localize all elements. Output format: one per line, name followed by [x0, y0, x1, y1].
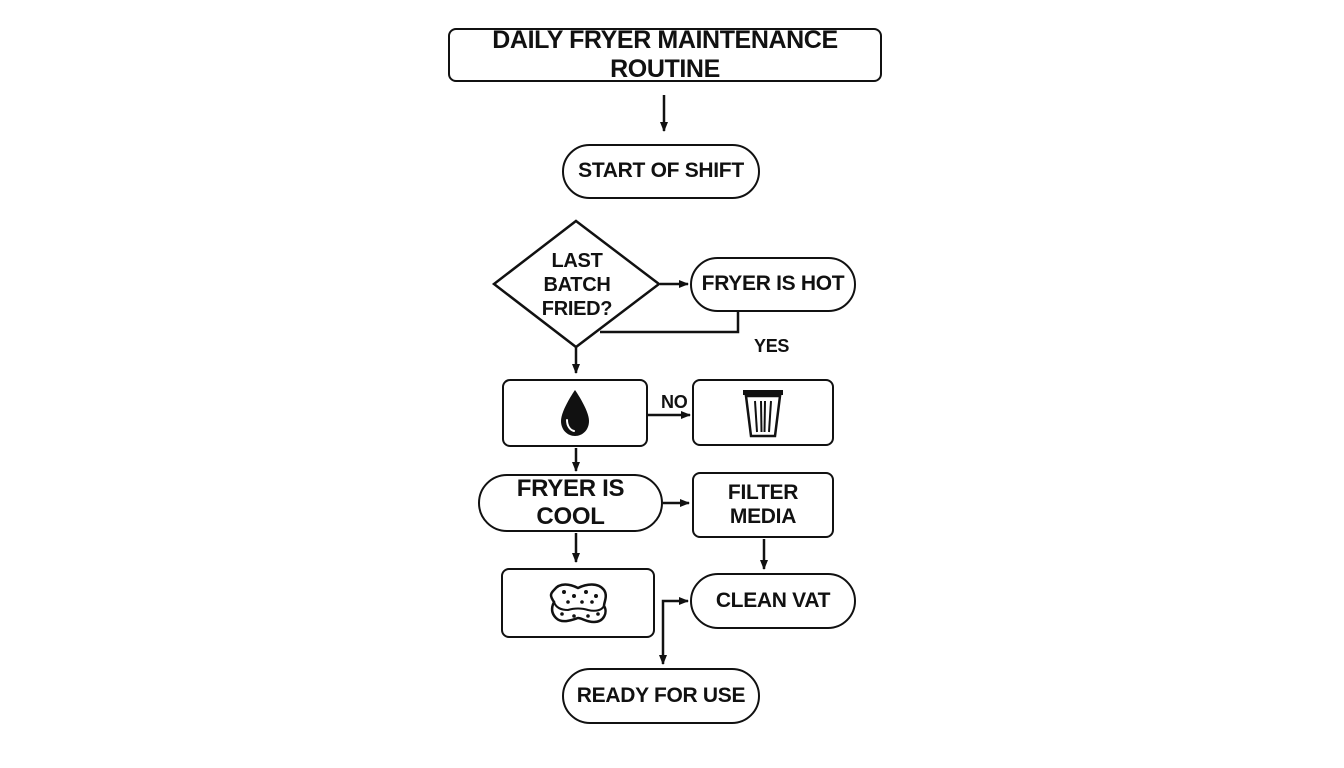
- diagram-title: DAILY FRYER MAINTENANCE ROUTINE: [448, 26, 882, 83]
- node-fryer-is-cool: FRYER IS COOL: [478, 474, 663, 532]
- node-ready-for-use: READY FOR USE: [562, 668, 760, 724]
- decision-diamond: [491, 219, 662, 349]
- node-fryer-is-hot: FRYER IS HOT: [690, 257, 856, 312]
- arrow-loop-to-clean-vat: [661, 597, 689, 640]
- node-filter-media: FILTER MEDIA: [692, 472, 834, 538]
- node-discard-oil: [692, 379, 834, 446]
- node-scrub: [501, 568, 655, 638]
- edge-label-yes: YES: [754, 336, 790, 356]
- oil-drop-icon: [561, 390, 589, 436]
- sponge-icon: [549, 583, 608, 624]
- node-clean-vat: CLEAN VAT: [690, 573, 856, 629]
- trash-bin-icon: [743, 389, 783, 437]
- yes-connector: [600, 310, 740, 334]
- node-oil-drop: [502, 379, 648, 447]
- node-start-of-shift: START OF SHIFT: [562, 144, 760, 199]
- node-last-batch-fried: LAST BATCH FRIED?: [541, 250, 613, 320]
- edge-label-no: NO: [661, 392, 688, 412]
